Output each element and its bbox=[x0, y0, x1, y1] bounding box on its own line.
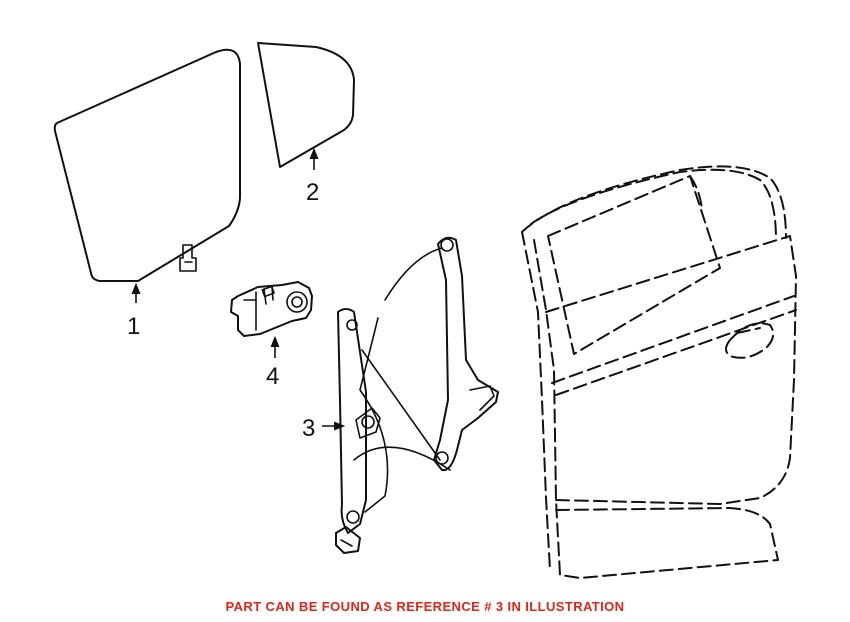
door-outline bbox=[521, 165, 797, 579]
callout-1: 1 bbox=[127, 313, 140, 340]
door-glass-front[interactable] bbox=[53, 48, 241, 282]
leader-lines bbox=[131, 147, 346, 431]
callout-2: 2 bbox=[306, 179, 319, 206]
reference-caption: PART CAN BE FOUND AS REFERENCE # 3 IN IL… bbox=[225, 599, 625, 614]
window-motor[interactable] bbox=[230, 281, 313, 337]
quarter-glass-rear[interactable] bbox=[257, 42, 355, 168]
callout-3: 3 bbox=[302, 415, 315, 442]
window-regulator[interactable] bbox=[335, 236, 499, 554]
callout-4: 4 bbox=[266, 363, 279, 390]
